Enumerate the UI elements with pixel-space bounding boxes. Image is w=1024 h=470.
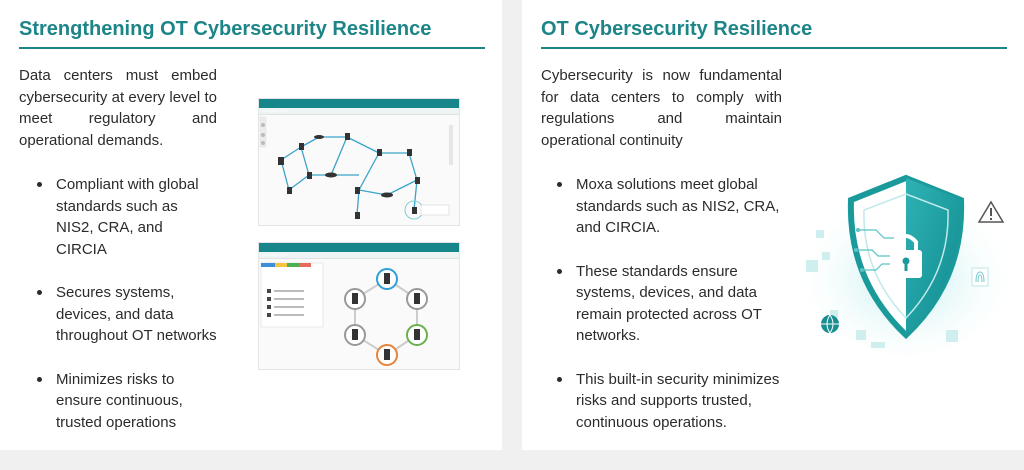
left-title-divider: [19, 47, 485, 49]
ring-screenshot: AIG door ONE: [258, 242, 460, 370]
globe-icon: [821, 314, 839, 334]
right-intro: Cybersecurity is now fundamental for dat…: [541, 67, 782, 149]
security-shield-illustration: [801, 174, 1011, 355]
fingerprint-icon: [971, 267, 989, 287]
ring-diagram: [260, 262, 428, 366]
list-item: Secures systems, devices, and data throu…: [37, 282, 217, 347]
screenshot-app-title: AIG door ONE: [263, 108, 289, 113]
right-title: OT Cybersecurity Resilience: [541, 18, 813, 40]
list-item: This built-in security minimizes risks a…: [557, 369, 782, 434]
right-title-divider: [541, 47, 1007, 49]
screenshot-toolbar: [259, 252, 459, 259]
list-item: Compliant with global standards such as …: [37, 174, 217, 260]
screenshot-app-bar: AIG door ONE: [259, 243, 459, 257]
left-card: Strengthening OT Cybersecurity Resilienc…: [0, 0, 502, 450]
right-bullet-list: Moxa solutions meet global standards suc…: [557, 174, 782, 433]
left-bullet-list: Compliant with global standards such as …: [37, 174, 217, 455]
screenshot-app-bar: AIG door ONE: [259, 99, 459, 113]
left-intro: Data centers must embed cybersecurity at…: [19, 67, 217, 149]
list-item: These standards ensure systems, devices,…: [557, 261, 782, 347]
screenshot-app-title: AIG door ONE: [263, 252, 289, 257]
topology-diagram: [259, 116, 453, 220]
list-item: Moxa solutions meet global standards suc…: [557, 174, 782, 239]
topology-screenshot: AIG door ONE: [258, 98, 460, 226]
screenshot-toolbar: [259, 108, 459, 115]
left-title: Strengthening OT Cybersecurity Resilienc…: [19, 18, 432, 40]
padlock-icon: [890, 234, 922, 278]
warning-icon: [977, 200, 1005, 223]
list-item: Minimizes risks to ensure continuous, tr…: [37, 369, 217, 434]
